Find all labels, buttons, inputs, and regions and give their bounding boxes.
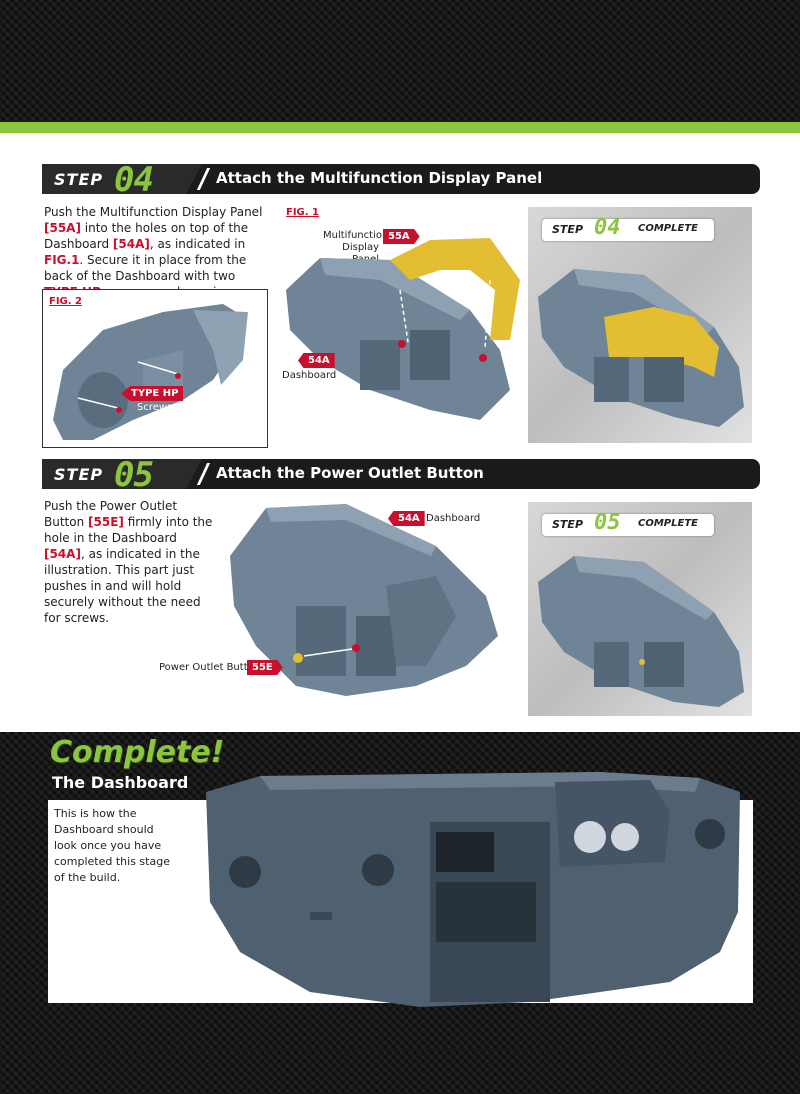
step04-text-run: , as indicated in — [149, 237, 246, 251]
fig1-label: FIG. 1 — [286, 207, 319, 218]
step04-text-run: . Secure it in place from the back of th… — [44, 253, 247, 283]
step05-slash — [196, 463, 211, 485]
multifunction-line1: Multifunction — [323, 230, 389, 241]
step04-title: Attach the Multifunction Display Panel — [216, 169, 543, 187]
step05-title: Attach the Power Outlet Button — [216, 464, 484, 482]
tag-55e: 55E — [247, 660, 283, 675]
step04-text-run: [54A] — [112, 237, 150, 251]
step05-text-run: , as indicated in the illustration. This… — [44, 547, 201, 625]
step05-complete-pill: STEP 05 COMPLETE — [542, 510, 714, 536]
step04-text-run: into the holes on top of the Dashboard — [44, 221, 249, 251]
step05-text-run: firmly into the hole in the Dashboard — [44, 515, 213, 545]
step04-complete-card: STEP 04 COMPLETE — [528, 207, 752, 443]
step05-word: STEP — [54, 465, 104, 484]
step04-text-run: Push the Multifunction Display Panel — [44, 205, 263, 219]
step05-text-run: [54A] — [44, 547, 81, 561]
tag-55a: 55A — [383, 229, 420, 244]
screws-label: Screws — [137, 402, 173, 413]
dashboard-callout-step05: Dashboard — [426, 513, 481, 524]
top-carbon-band — [0, 0, 800, 122]
complete-subtitle: The Dashboard — [52, 773, 189, 792]
completed-dashboard-image — [206, 772, 740, 1007]
step05-tag: STEP 05 — [42, 459, 202, 489]
top-green-stripe — [0, 122, 800, 133]
dashboard-callout-fig1: Dashboard — [282, 370, 337, 381]
step05-number: 05 — [114, 455, 154, 495]
fig1-illustration — [286, 238, 520, 420]
step05-complete-suffix: COMPLETE — [638, 518, 698, 529]
step04-tag: STEP 04 — [42, 164, 202, 194]
step05-complete-card: STEP 05 COMPLETE — [528, 502, 752, 716]
step04-word: STEP — [54, 170, 104, 189]
step04-number: 04 — [114, 160, 154, 200]
step05-illustration — [230, 504, 498, 696]
step04-complete-word: STEP — [552, 223, 584, 236]
tag-54a-step05: 54A — [388, 511, 425, 526]
complete-title: Complete! — [50, 735, 225, 770]
step05-text-run: [55E] — [88, 515, 124, 529]
step04-text-run: FIG.1 — [44, 253, 80, 267]
step04-slash — [196, 168, 211, 190]
step05-instructions: Push the Power Outlet Button [55E] firml… — [44, 498, 214, 626]
fig2-label: FIG. 2 — [49, 296, 82, 307]
power-outlet-callout: Power Outlet Button — [159, 662, 261, 673]
step04-complete-suffix: COMPLETE — [638, 223, 698, 234]
bottom-carbon-band — [0, 1050, 800, 1094]
type-hp-tag: TYPE HP — [121, 386, 184, 401]
step05-complete-word: STEP — [552, 518, 584, 531]
step05-header: STEP 05 Attach the Power Outlet Button — [42, 459, 760, 489]
step05-complete-number: 05 — [594, 510, 621, 535]
tag-54a-fig1: 54A — [298, 353, 335, 368]
step05-complete-image — [538, 556, 744, 707]
step05-text-run: Push the Power Outlet Button — [44, 499, 178, 529]
fig2-illustration — [53, 304, 248, 440]
step04-header: STEP 04 Attach the Multifunction Display… — [42, 164, 760, 194]
step04-complete-number: 04 — [594, 215, 621, 240]
fig2-box: FIG. 2 TYPE HP Screws — [42, 289, 268, 448]
step04-complete-pill: STEP 04 COMPLETE — [542, 215, 714, 241]
step04-text-run: [55A] — [44, 221, 81, 235]
step04-complete-image — [538, 269, 744, 427]
complete-description: This is how the Dashboard should look on… — [54, 807, 170, 884]
